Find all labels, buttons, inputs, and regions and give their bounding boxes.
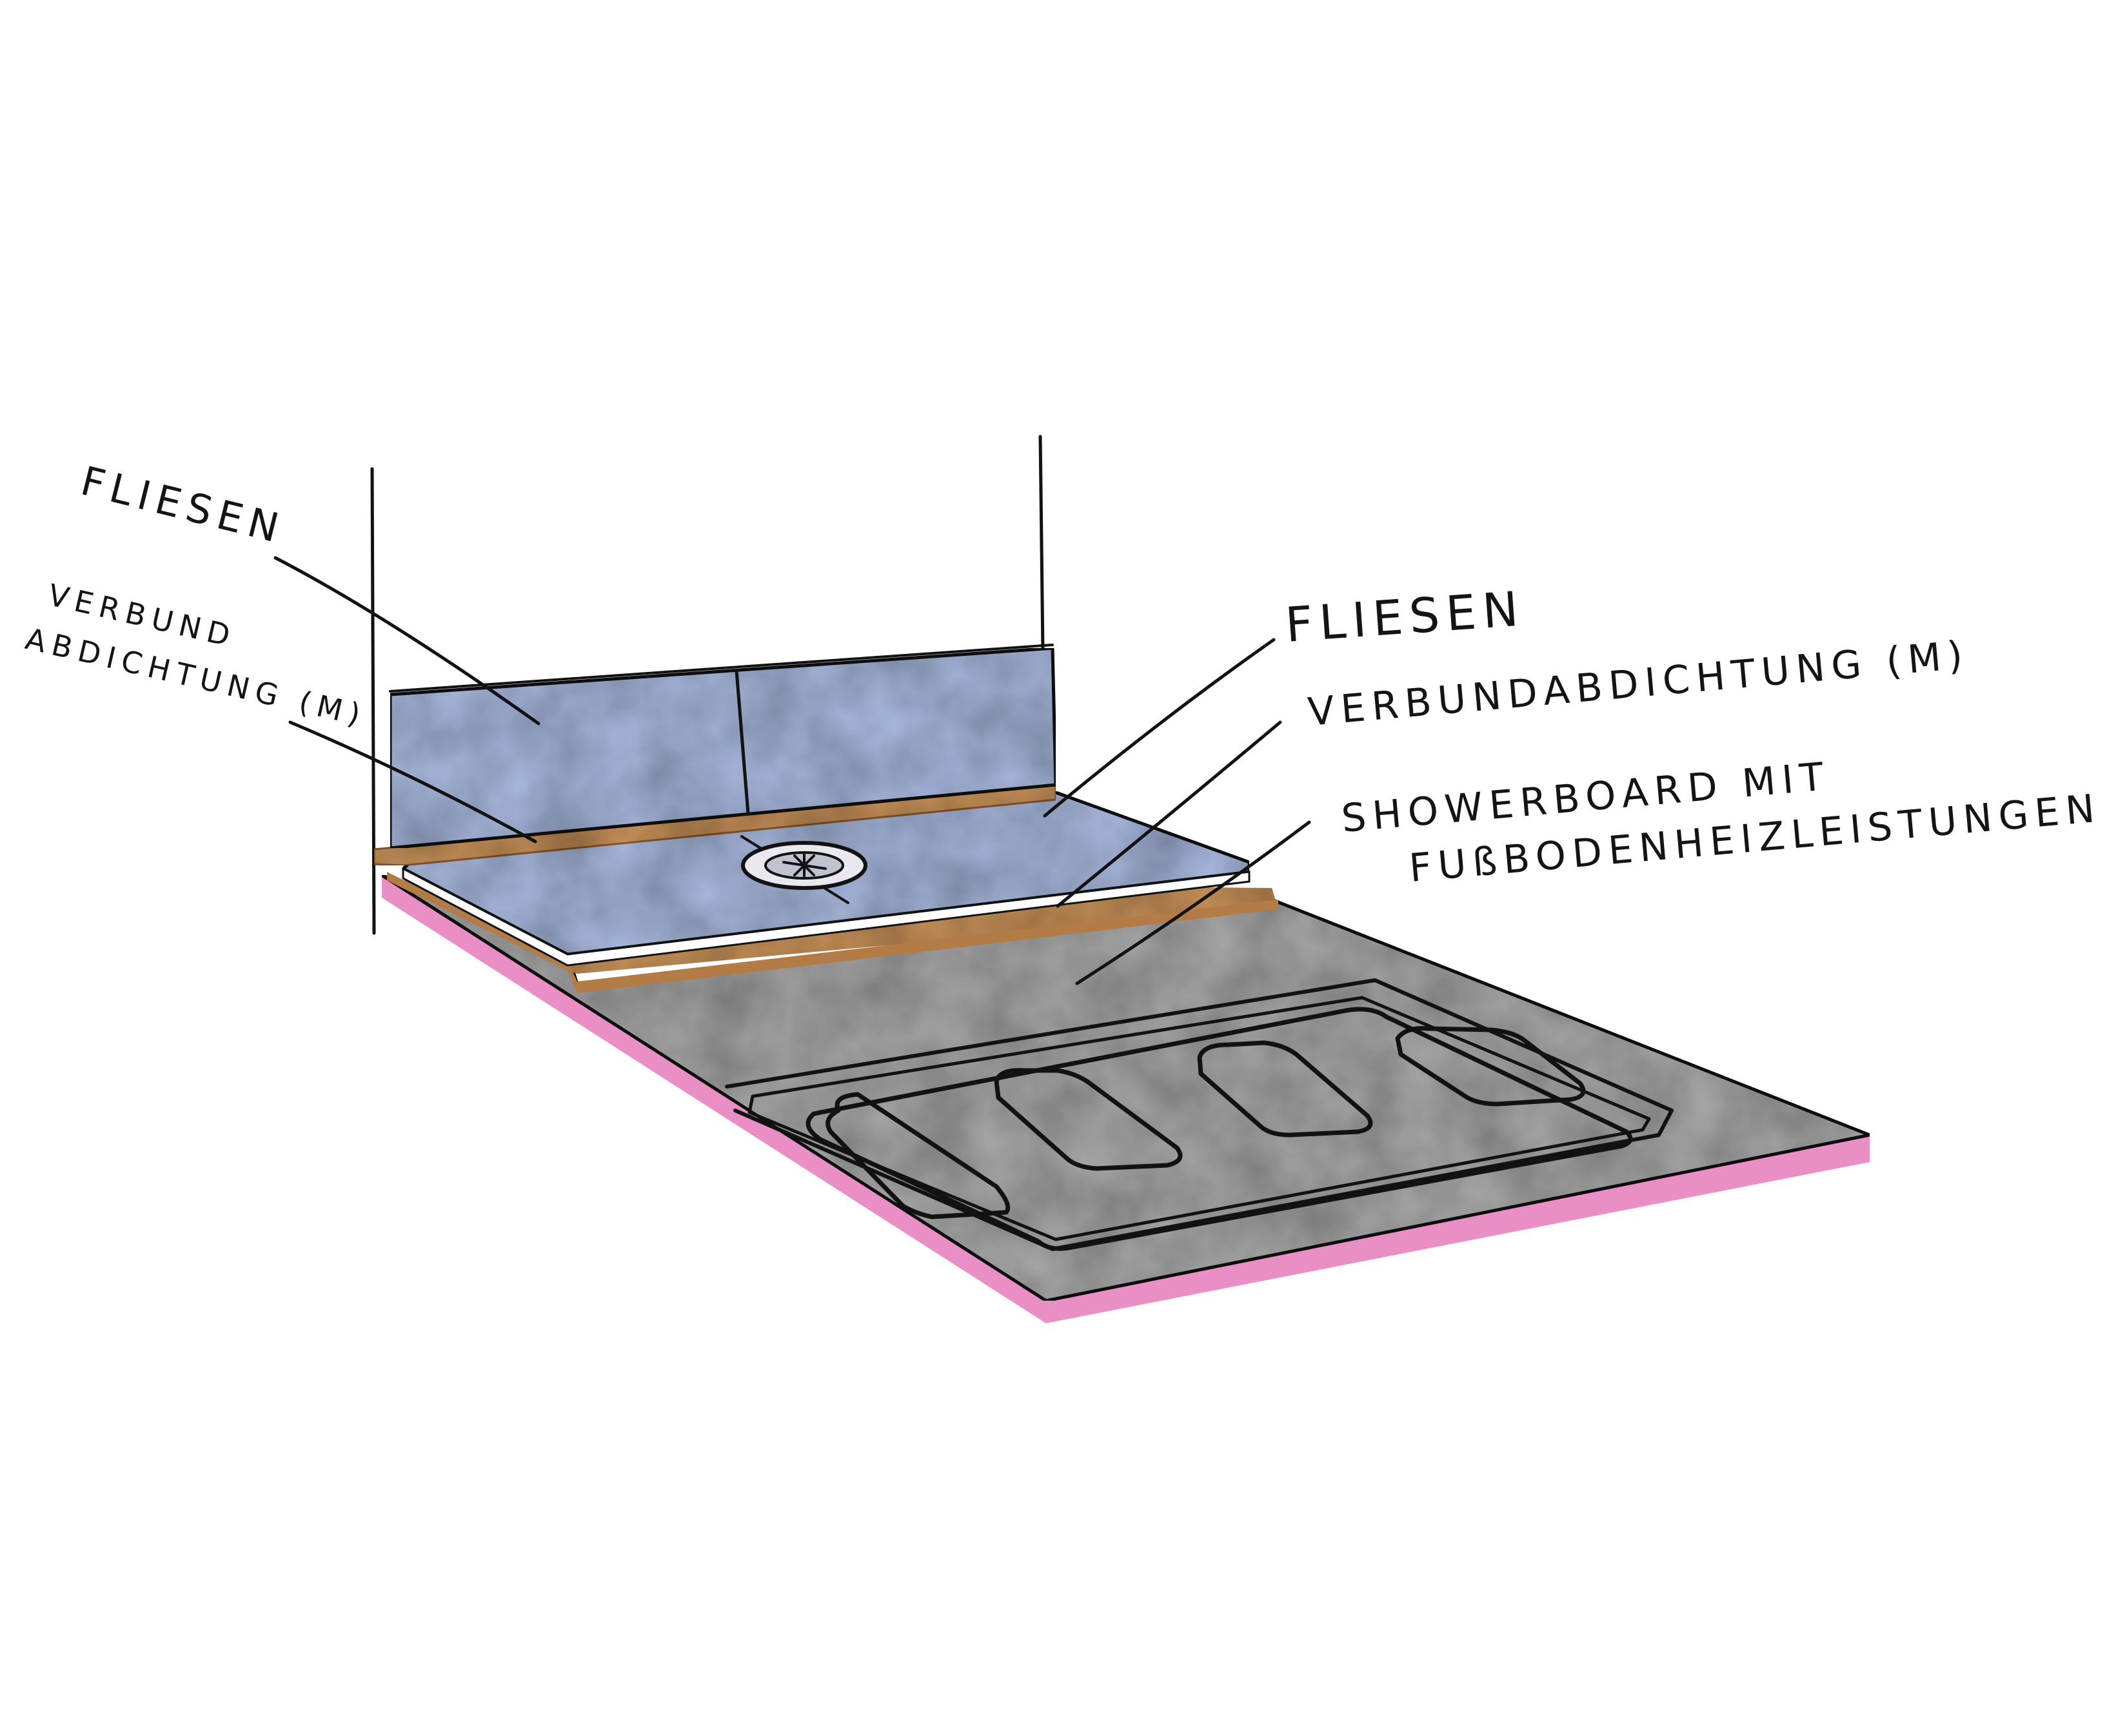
leader-board [1075, 820, 1311, 985]
panel-outline [725, 978, 1674, 1251]
leader-right-membrane [1056, 720, 1282, 908]
leader-lines [273, 556, 1311, 985]
label-left-tiles: FLIESEN [76, 457, 290, 553]
floor-tile-front-edge [402, 867, 1251, 967]
back-wall-corner-line [1038, 435, 1045, 655]
floor-tiles [401, 789, 1251, 967]
board-front-edge [1046, 1135, 1870, 1323]
wall-tile-surface [388, 646, 1058, 850]
wall-tile-top-cap [389, 644, 1054, 693]
drain-grate-icon [741, 841, 867, 890]
board-left-edge [382, 875, 1046, 1323]
panel-inner-outline [747, 996, 1651, 1241]
heating-groove-4 [1395, 1026, 1586, 1107]
wall-tile-joint [735, 669, 750, 816]
board-edge-pink [382, 875, 1870, 1323]
heating-groove-2 [994, 1068, 1183, 1171]
label-right-tiles: FLIESEN [1283, 581, 1527, 653]
heating-groove-3 [1197, 1040, 1373, 1138]
leader-left-tiles [273, 556, 540, 725]
heating-channel-panel [725, 978, 1674, 1251]
wall-tiles [388, 644, 1058, 850]
heating-loop-outer [806, 1007, 1633, 1251]
leader-right-tiles [1043, 638, 1276, 818]
leader-left-membrane [288, 720, 537, 843]
heating-groove-1 [826, 1092, 1011, 1219]
label-right-membrane: VERBUNDABDICHTUNG (M) [1306, 633, 1971, 735]
